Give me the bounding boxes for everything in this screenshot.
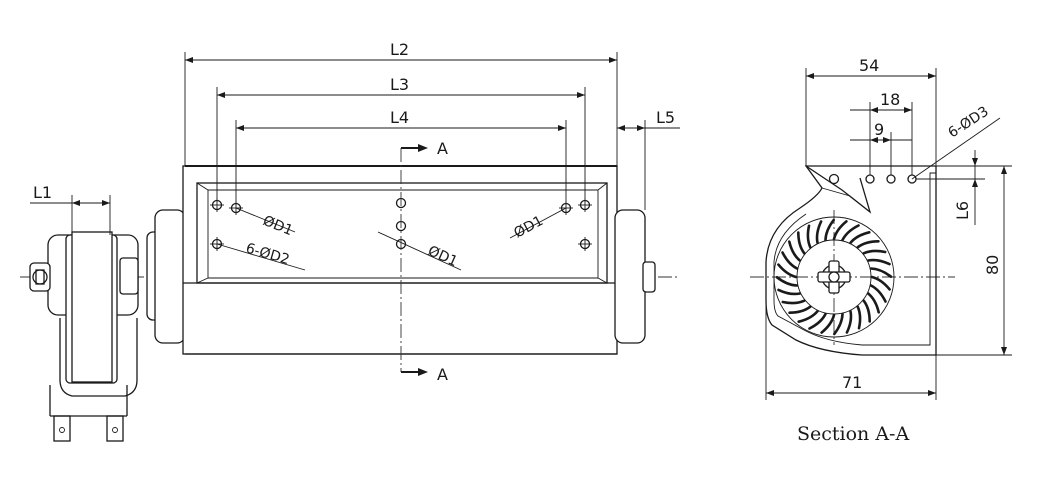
dim-80: 80 [936,165,1012,356]
motor-housing [154,209,186,344]
impeller-blade [869,284,887,303]
impeller-blade [856,240,880,249]
dim-18: 18 [850,90,913,175]
section-view: 54 18 9 6-ØD3 [750,56,1012,445]
impeller-blade [788,240,802,262]
dim-l2-label: L2 [390,40,409,59]
terminal-left [53,415,71,442]
dim-l6: L6 [916,150,985,225]
bearing-bracket [29,231,139,442]
dim-71-label: 71 [842,373,862,392]
impeller-blade [833,312,844,336]
impeller-blade [820,313,836,334]
housing-outline [182,165,618,355]
impeller-blade [797,231,806,255]
section-marker-top: A [437,139,448,158]
dim-18-label: 18 [880,90,900,109]
impeller-blade [777,288,802,296]
impeller-blade [862,249,887,255]
dim-54-label: 54 [859,56,879,75]
impeller-blade [832,220,848,241]
impeller-blade [845,309,853,334]
hole [865,174,875,184]
impeller-blade [808,312,827,330]
impeller-blade [870,275,891,291]
right-bearing-housing [614,209,646,344]
dim-l3: L3 [216,75,586,200]
impeller-blade [777,263,798,279]
dim-l2: L2 [184,40,618,166]
dim-9: 9 [850,120,912,175]
volute-housing [765,165,937,356]
impeller-blade [866,258,891,266]
impeller-blade [849,231,871,245]
dim-l1-label: L1 [33,183,52,202]
dim-l1: L1 [30,183,111,235]
dim-l5-label: L5 [656,108,675,127]
impeller [773,216,895,338]
dim-l5: L5 [617,108,680,210]
d3-callout: 6-ØD3 [911,104,1001,180]
impeller-blade [775,276,799,287]
d3-label: 6-ØD3 [945,104,991,142]
right-shaft-end [642,261,656,293]
dim-l3-label: L3 [390,75,409,94]
impeller-blade [856,305,862,330]
impeller-blade [866,292,880,314]
impeller-blade [806,224,812,249]
dim-l4: L4 [235,108,567,203]
front-view: A A L2 L3 [20,40,680,442]
impeller-blade [788,305,812,314]
hole [886,174,896,184]
dim-l4-label: L4 [390,108,409,127]
dim-54: 54 [805,56,937,166]
dim-80-label: 80 [983,255,1002,275]
section-caption: Section A-A [797,423,909,445]
mounting-holes [210,197,592,251]
impeller-blade [781,299,806,305]
terminal-right [106,415,124,442]
dim-l6-label: L6 [953,201,972,220]
section-marker-bottom: A [437,365,448,384]
impeller-blade [869,267,893,278]
impeller-blade [862,299,871,323]
dim-9-label: 9 [874,120,884,139]
section-line-a: A A [400,139,448,384]
impeller-blade [797,309,819,323]
impeller-blade [841,224,860,242]
impeller-blade [815,220,823,245]
dim-71: 71 [765,300,937,400]
outlet-holes [865,174,917,184]
impeller-blade [781,251,799,270]
fan-housing [182,165,656,355]
impeller-blade [824,218,835,242]
